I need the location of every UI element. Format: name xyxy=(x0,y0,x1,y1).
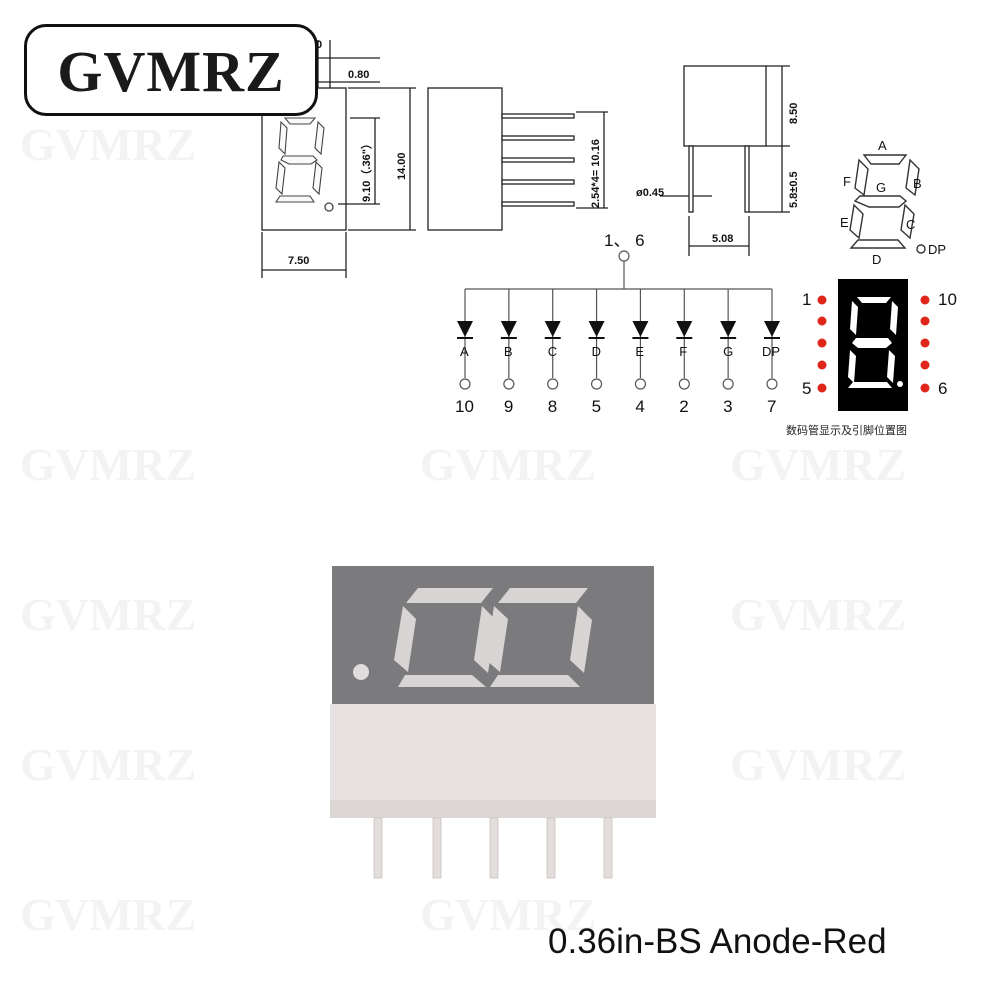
pinout-caption: 数码管显示及引脚位置图 xyxy=(786,423,907,437)
dim-height: 14.00 xyxy=(396,152,408,180)
dim-digit-height: 9.10（.36"） xyxy=(360,138,373,202)
pin-dot xyxy=(817,338,827,348)
diode-segment-label: D xyxy=(592,344,601,359)
segment-label-dp: DP xyxy=(928,242,946,257)
diode-segment-label: G xyxy=(723,344,733,359)
watermarks: GVMRZ GVMRZ GVMRZ GVMRZ GVMRZ GVMRZ GVMR… xyxy=(20,119,906,940)
diode-symbol xyxy=(676,321,693,337)
pinout-diagram: 1 5 10 6 数码管显示及引脚位置图 xyxy=(786,279,957,437)
module-body xyxy=(330,704,656,816)
pin-number: 5 xyxy=(592,397,601,416)
segment-label-a: A xyxy=(878,138,887,153)
pin-number: 10 xyxy=(455,397,474,416)
common-pin-label: 1、 6 xyxy=(604,231,645,250)
pin-dot xyxy=(920,316,930,326)
dim-width: 7.50 xyxy=(288,255,309,267)
pin-dot xyxy=(920,338,930,348)
diode-segment-label: B xyxy=(504,344,513,359)
watermark: GVMRZ xyxy=(20,439,196,490)
pin-dot xyxy=(920,383,930,393)
diode-symbol xyxy=(632,321,649,337)
pin-label-5: 5 xyxy=(802,379,811,398)
segment-label-d: D xyxy=(872,252,881,267)
pin-number: 2 xyxy=(679,397,688,416)
watermark: GVMRZ xyxy=(730,589,906,640)
diode-segment-label: A xyxy=(460,344,469,359)
led-module xyxy=(330,566,656,879)
pin-label-1: 1 xyxy=(802,290,811,309)
watermark: GVMRZ xyxy=(420,889,596,940)
pin-dot xyxy=(920,360,930,370)
segment-label-c: C xyxy=(906,217,915,232)
segment-label-b: B xyxy=(913,176,922,191)
diode-symbol xyxy=(544,321,561,337)
pin-terminal xyxy=(678,378,690,390)
diode-symbol xyxy=(500,321,517,337)
brand-logo: GVMRZ xyxy=(24,24,318,116)
watermark: GVMRZ xyxy=(20,889,196,940)
pin-terminal xyxy=(766,378,778,390)
pin-label-10: 10 xyxy=(938,290,957,309)
watermark: GVMRZ xyxy=(420,439,596,490)
pin-dot xyxy=(817,295,827,305)
dim-top-cut: 0 xyxy=(316,39,322,51)
watermark: GVMRZ xyxy=(20,119,196,170)
dim-pitch: 2.54*4= 10.16 xyxy=(590,139,602,208)
pin-terminal xyxy=(590,378,603,390)
pin-number: 7 xyxy=(767,397,776,416)
diode-segment-label: E xyxy=(635,344,644,359)
watermark: GVMRZ xyxy=(730,739,906,790)
diode-symbol xyxy=(588,321,605,337)
dim-body-depth: 8.50 xyxy=(788,103,800,124)
dim-row-spacing: 5.08 xyxy=(712,233,733,245)
segment-label-f: F xyxy=(843,174,851,189)
pin-dot xyxy=(817,316,827,326)
segment-label-e: E xyxy=(840,215,849,230)
pin-number: 3 xyxy=(723,397,732,416)
dim-pin-length: 5.8±0.5 xyxy=(788,171,800,208)
diode-symbol xyxy=(720,321,737,337)
pin-dot xyxy=(817,360,827,370)
diode-symbol xyxy=(457,321,473,337)
diode-symbol xyxy=(764,321,780,337)
pin-terminal xyxy=(634,378,647,390)
diode-segment-label: C xyxy=(548,344,557,359)
dim-pin-diameter: ø0.45 xyxy=(636,187,664,199)
brand-logo-text: GVMRZ xyxy=(57,39,285,104)
dim-pin-width: 0.80 xyxy=(348,69,369,81)
watermark: GVMRZ xyxy=(20,589,196,640)
product-caption: 0.36in-BS Anode-Red xyxy=(548,922,887,961)
pin-terminal xyxy=(459,378,471,390)
pin-terminal xyxy=(503,378,515,390)
side-view-drawing xyxy=(427,87,608,231)
pin-number: 8 xyxy=(548,397,557,416)
diode-segment-label: F xyxy=(679,344,687,359)
diode-segment-label: DP xyxy=(762,344,780,359)
segment-diagram xyxy=(849,154,926,254)
pin-terminal xyxy=(547,378,559,390)
pin-dot xyxy=(920,295,930,305)
circuit-diagram: 1、 6 A 10 B 9 C 8 D 5 E 4 F 2 G 3 DP 7 xyxy=(455,231,780,416)
pin-number: 4 xyxy=(635,397,644,416)
pin-number: 9 xyxy=(504,397,513,416)
watermark: GVMRZ xyxy=(20,739,196,790)
watermark: GVMRZ xyxy=(730,439,906,490)
pin-label-6: 6 xyxy=(938,379,947,398)
top-view-drawing xyxy=(660,65,790,256)
segment-label-g: G xyxy=(876,180,886,195)
pin-terminal xyxy=(722,378,734,390)
pin-dot xyxy=(817,383,827,393)
